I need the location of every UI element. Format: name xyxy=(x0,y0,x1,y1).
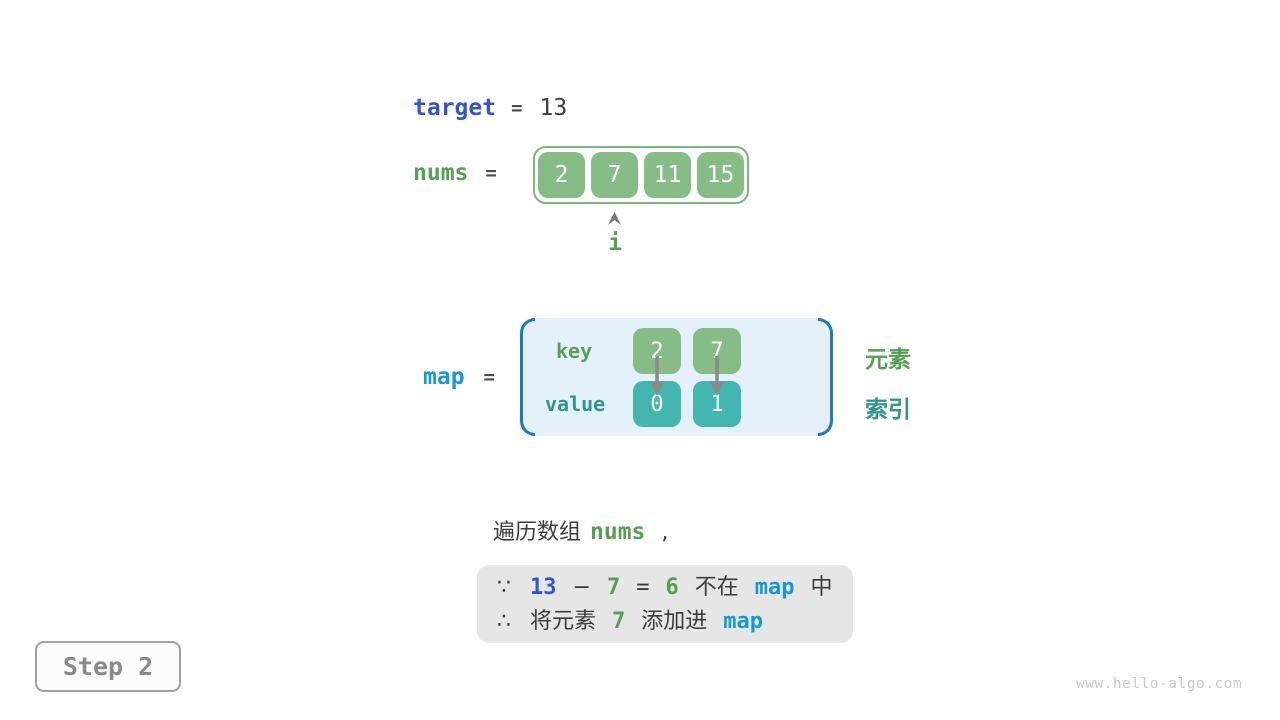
reasoning-note: ∵ 13 − 7 = 6 不在 map 中 ∴ 将元素 7 添加进 map xyxy=(477,565,853,643)
note-map-ref-1: map xyxy=(754,575,795,600)
map-variable: map xyxy=(423,364,465,390)
array-cell-2: 11 xyxy=(644,152,691,198)
note-in-suffix: 中 xyxy=(810,575,833,600)
target-assignment: target = 13 xyxy=(413,95,567,121)
note-not-in: 不在 xyxy=(694,575,739,600)
reasoning-line-1: ∵ 13 − 7 = 6 不在 map 中 xyxy=(497,571,853,605)
array-cell-0: 2 xyxy=(538,152,585,198)
reasoning-line-2: ∴ 将元素 7 添加进 map xyxy=(497,605,853,639)
map-left-bracket xyxy=(520,318,535,436)
site-watermark: www.hello-algo.com xyxy=(1076,676,1243,692)
target-value: 13 xyxy=(539,95,568,121)
note-line2-element: 7 xyxy=(612,609,626,634)
note-subtrahend: 7 xyxy=(606,575,621,600)
element-row-label: 元素 xyxy=(865,347,911,373)
note-map-ref-2: map xyxy=(723,609,764,634)
map-value-1: 1 xyxy=(693,381,741,427)
key-to-value-arrow-icon xyxy=(710,356,724,396)
index-row-label: 索引 xyxy=(865,397,911,423)
step-badge: Step 2 xyxy=(35,641,181,692)
map-equals: = xyxy=(483,366,495,388)
therefore-symbol: ∴ xyxy=(497,609,511,634)
caption-comma: , xyxy=(661,520,669,545)
map-value-0: 0 xyxy=(633,381,681,427)
nums-variable: nums xyxy=(413,160,469,186)
index-pointer-arrow-icon xyxy=(608,212,621,225)
map-table: key value 2 7 0 1 xyxy=(520,318,833,436)
array-cell-1: 7 xyxy=(591,152,638,198)
because-symbol: ∵ xyxy=(497,575,511,600)
map-assignment: map = xyxy=(423,364,495,390)
caption-line: 遍历数组 nums , xyxy=(493,514,668,546)
map-key-row-label: key xyxy=(556,339,593,363)
map-value-row-label: value xyxy=(545,392,606,416)
caption-nums: nums xyxy=(590,519,646,545)
array-cell-3: 15 xyxy=(697,152,744,198)
target-equals: = xyxy=(511,97,523,119)
key-to-value-arrow-icon xyxy=(650,356,664,396)
nums-equals: = xyxy=(485,162,497,184)
caption-prefix: 遍历数组 xyxy=(493,520,582,545)
note-minus: − xyxy=(572,575,591,600)
index-pointer-label: i xyxy=(608,230,622,256)
note-equals: = xyxy=(636,575,650,600)
map-right-bracket xyxy=(818,318,833,436)
note-line2-prefix: 将元素 xyxy=(530,609,597,634)
target-variable: target xyxy=(413,95,497,121)
note-line2-action: 添加进 xyxy=(641,609,708,634)
note-minuend: 13 xyxy=(530,575,557,600)
nums-assignment: nums = xyxy=(413,160,497,186)
nums-array: 2 7 11 15 xyxy=(533,146,749,204)
note-difference: 6 xyxy=(665,575,679,600)
